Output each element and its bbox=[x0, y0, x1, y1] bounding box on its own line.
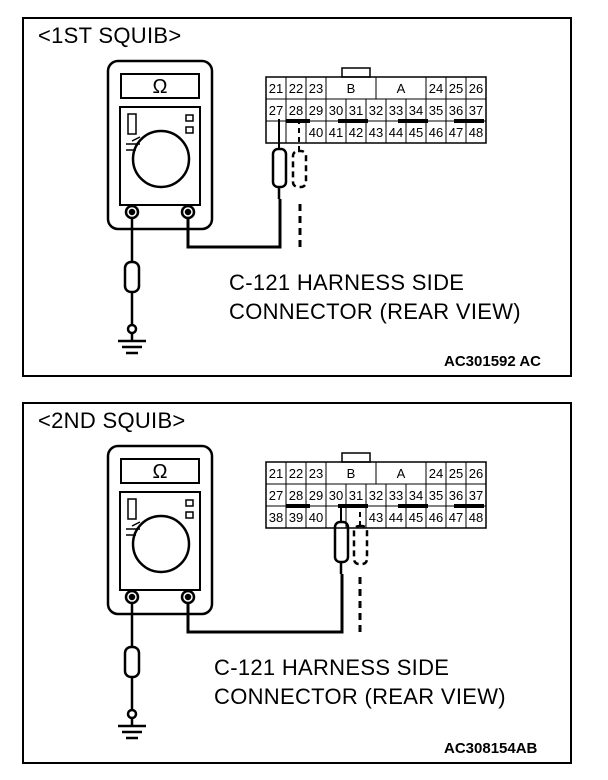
panel-1st-squib: Ω bbox=[22, 17, 572, 377]
pin-label: 45 bbox=[409, 510, 423, 525]
pin-label: 30 bbox=[329, 103, 343, 118]
pin-label: 31 bbox=[349, 488, 363, 503]
panel-title: <1ST SQUIB> bbox=[38, 23, 182, 48]
pin-label: 45 bbox=[409, 125, 423, 140]
pin-label: 35 bbox=[429, 103, 443, 118]
ohm-icon: Ω bbox=[153, 76, 168, 98]
harness-label-line1: C-121 HARNESS SIDE bbox=[229, 270, 465, 295]
pin-label: 31 bbox=[349, 103, 363, 118]
pin-label: 34 bbox=[409, 103, 423, 118]
pin-label: 24 bbox=[429, 466, 443, 481]
pin-label: 43 bbox=[369, 510, 383, 525]
connector-c121: 21 22 23 B A 24 25 26 27 28 29 30 31 32 33 34 35 36 37 38 39… bbox=[265, 452, 487, 529]
pin-label: B bbox=[347, 81, 356, 96]
pin-label: 36 bbox=[449, 103, 463, 118]
figure-code: AC301592 AC bbox=[444, 353, 541, 370]
pin-label: 47 bbox=[449, 125, 463, 140]
pin-label: 44 bbox=[389, 125, 403, 140]
pin-label: 30 bbox=[329, 488, 343, 503]
diagram-2nd-squib: Ω 21 22 23 B A bbox=[106, 444, 487, 740]
pin-label: 44 bbox=[389, 510, 403, 525]
figure-code: AC308154AB bbox=[444, 740, 538, 757]
pin-label: 21 bbox=[269, 81, 283, 96]
pin-label: 22 bbox=[289, 466, 303, 481]
pin-label: 42 bbox=[349, 125, 363, 140]
pin-label: 48 bbox=[469, 125, 483, 140]
pin-label: 32 bbox=[369, 103, 383, 118]
pin-label: 29 bbox=[309, 488, 323, 503]
pin-label: 28 bbox=[289, 488, 303, 503]
pin-label: 23 bbox=[309, 466, 323, 481]
pin-label: 28 bbox=[289, 103, 303, 118]
pin-label: 43 bbox=[369, 125, 383, 140]
ohmmeter: Ω bbox=[106, 59, 214, 231]
connector-c121: 21 22 23 B A 24 25 26 27 28 29 30 31 32 33 34 35 36 37 40 41… bbox=[265, 67, 487, 144]
pin-label: 39 bbox=[289, 510, 303, 525]
pin-label: 38 bbox=[269, 510, 283, 525]
pin-label: 25 bbox=[449, 81, 463, 96]
pin-label: 37 bbox=[469, 103, 483, 118]
ground-probe bbox=[118, 603, 146, 740]
pin-label: 23 bbox=[309, 81, 323, 96]
ohmmeter: Ω bbox=[106, 444, 214, 616]
ground-probe bbox=[118, 218, 146, 355]
test-lead bbox=[186, 504, 369, 634]
pin-label: 36 bbox=[449, 488, 463, 503]
pin-label: 32 bbox=[369, 488, 383, 503]
pin-label: 33 bbox=[389, 488, 403, 503]
harness-label-line2: CONNECTOR (REAR VIEW) bbox=[229, 299, 521, 324]
harness-label-line1: C-121 HARNESS SIDE bbox=[214, 655, 450, 680]
pin-label: 29 bbox=[309, 103, 323, 118]
pin-label: 33 bbox=[389, 103, 403, 118]
pin-label: 47 bbox=[449, 510, 463, 525]
pin-label: 40 bbox=[309, 125, 323, 140]
pin-label: 27 bbox=[269, 488, 283, 503]
pin-label: 21 bbox=[269, 466, 283, 481]
pin-label: A bbox=[397, 81, 406, 96]
pin-label: 41 bbox=[329, 125, 343, 140]
ohm-icon: Ω bbox=[153, 461, 168, 483]
pin-label: 46 bbox=[429, 510, 443, 525]
pin-label: A bbox=[397, 466, 406, 481]
pin-label: 40 bbox=[309, 510, 323, 525]
pin-label: 37 bbox=[469, 488, 483, 503]
test-lead bbox=[186, 119, 308, 249]
panel-title: <2ND SQUIB> bbox=[38, 408, 186, 433]
pin-label: 26 bbox=[469, 466, 483, 481]
pin-label: 24 bbox=[429, 81, 443, 96]
diagram-1st-squib: Ω bbox=[106, 59, 487, 355]
pin-label: 25 bbox=[449, 466, 463, 481]
pin-label: 26 bbox=[469, 81, 483, 96]
pin-label: 35 bbox=[429, 488, 443, 503]
pin-label: B bbox=[347, 466, 356, 481]
pin-label: 48 bbox=[469, 510, 483, 525]
pin-label: 22 bbox=[289, 81, 303, 96]
harness-label-line2: CONNECTOR (REAR VIEW) bbox=[214, 684, 506, 709]
panel-2nd-squib: Ω 21 22 23 B A bbox=[22, 402, 572, 764]
pin-label: 34 bbox=[409, 488, 423, 503]
pin-label: 46 bbox=[429, 125, 443, 140]
pin-label: 27 bbox=[269, 103, 283, 118]
